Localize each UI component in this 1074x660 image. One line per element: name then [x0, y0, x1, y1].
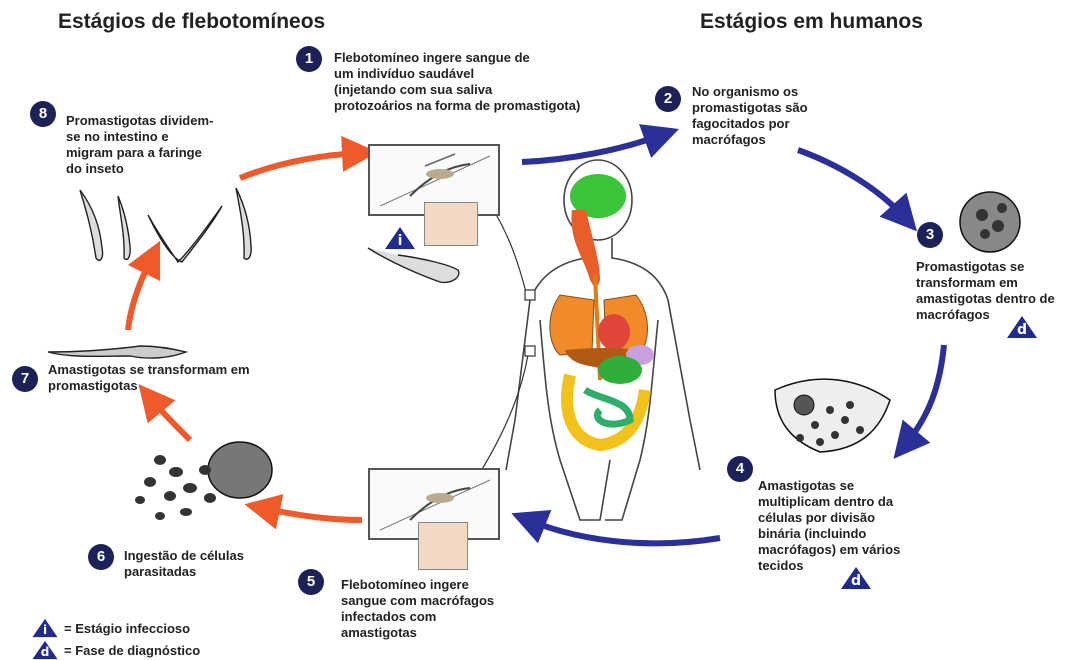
- promastigote-inset: [424, 202, 478, 246]
- arrow-3-to-4: [905, 345, 944, 445]
- step-8-badge: 8: [30, 101, 56, 127]
- amastigote-elongating: [48, 346, 186, 358]
- step-7-badge: 7: [12, 366, 38, 392]
- step-2-badge: 2: [655, 86, 681, 112]
- step-3-badge: 3: [917, 222, 943, 248]
- step-5-badge: 5: [298, 569, 324, 595]
- arrow-4-to-5: [528, 520, 720, 543]
- arrow-8-to-1: [240, 153, 360, 178]
- step-4-badge: 4: [727, 456, 753, 482]
- legend-diagnostic-icon: d: [30, 640, 60, 660]
- arrow-2-to-3: [798, 150, 905, 218]
- infective-stage-marker: i: [384, 226, 416, 250]
- diagnostic-marker-step-3: d: [1006, 315, 1038, 339]
- step-6-badge: 6: [88, 544, 114, 570]
- arrow-5-to-6: [262, 508, 362, 520]
- parasitized-cells: [135, 442, 272, 520]
- infected-macrophage-inset: [418, 522, 468, 570]
- step-1-badge: 1: [296, 46, 322, 72]
- diagnostic-marker-step-4: d: [840, 566, 872, 590]
- legend-infective-icon: i: [30, 618, 60, 638]
- arrow-6-to-7: [150, 398, 190, 440]
- multiplying-amastigotes: [775, 379, 890, 452]
- promastigotes-dividing: [80, 188, 251, 262]
- promastigote-single: [368, 248, 459, 282]
- arrow-1-to-2: [522, 135, 662, 162]
- legend-infective-label: = Estágio infeccioso: [64, 621, 190, 636]
- infected-macrophage: [960, 192, 1020, 252]
- arrow-7-to-8: [128, 257, 152, 330]
- legend-diagnostic-label: = Fase de diagnóstico: [64, 643, 200, 658]
